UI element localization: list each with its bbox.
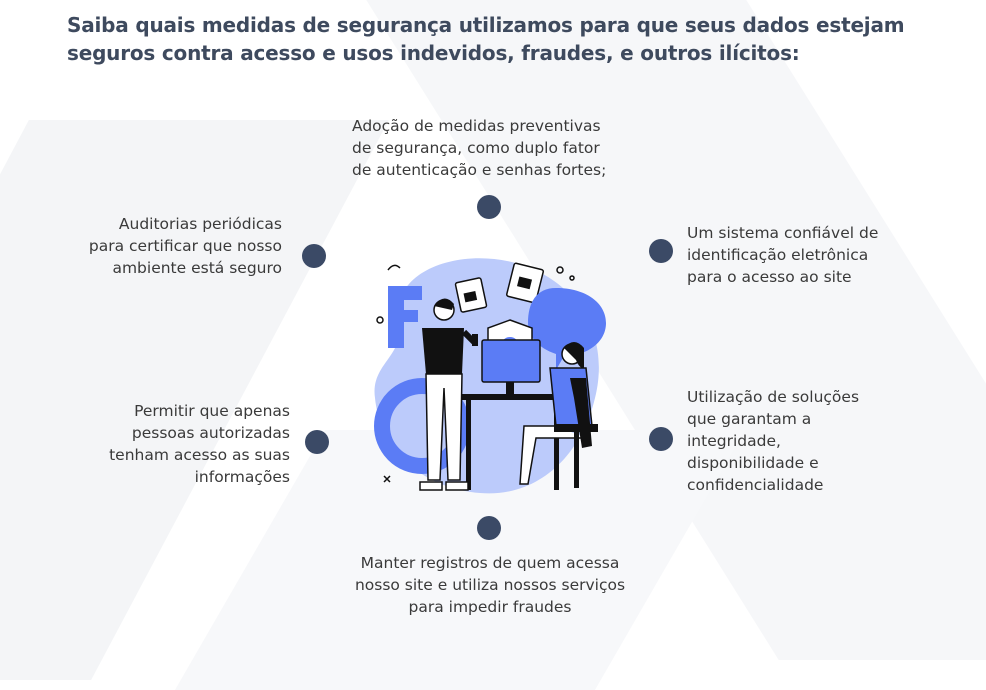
item-line: para certificar que nosso <box>88 237 282 255</box>
item-line: Permitir que apenas <box>134 402 290 420</box>
padlock-icon <box>506 262 544 304</box>
item-line: Utilização de soluções <box>687 388 860 406</box>
page-title-line: Saiba quais medidas de segurança utiliza… <box>67 13 905 37</box>
security-illustration <box>374 258 606 494</box>
desk <box>458 394 566 400</box>
sparkle-icon <box>376 316 384 324</box>
monitor-icon <box>481 339 541 394</box>
item-line: ambiente está seguro <box>112 259 282 277</box>
item-line: que garantam a <box>687 410 812 428</box>
page-title: Saiba quais medidas de segurança utiliza… <box>67 11 947 67</box>
item-line: Manter registros de quem acessa <box>360 554 620 572</box>
item-line: disponibilidade e <box>687 454 819 472</box>
bullet-dot <box>477 516 501 540</box>
item-periodic-audits: Auditorias periódicas para certificar qu… <box>40 213 282 279</box>
item-authorized-access: Permitir que apenas pessoas autorizadas … <box>40 400 290 488</box>
item-line: informações <box>194 468 290 486</box>
woman-figure <box>519 342 598 488</box>
chat-bubble-icon <box>528 288 606 370</box>
bullet-dot <box>302 244 326 268</box>
item-line: Adoção de medidas preventivas <box>352 117 601 135</box>
item-access-records: Manter registros de quem acessa nosso si… <box>330 552 650 618</box>
bullet-dot <box>649 427 673 451</box>
bullet-dot <box>649 239 673 263</box>
item-line: de autenticação e senhas fortes; <box>352 161 607 179</box>
letter-shape <box>388 286 422 348</box>
item-integrity-solutions: Utilização de soluções que garantam a in… <box>687 386 937 496</box>
item-line: confidencialidade <box>687 476 824 494</box>
item-line: Auditorias periódicas <box>118 215 282 233</box>
item-line: de segurança, como duplo fator <box>352 139 600 157</box>
bullet-dot <box>477 195 501 219</box>
sparkle-icon <box>387 264 401 271</box>
bullet-dot <box>305 430 329 454</box>
item-line: nosso site e utiliza nossos serviços <box>354 576 626 594</box>
item-electronic-identification: Um sistema confiável de identificação el… <box>687 222 947 288</box>
padlock-icon <box>454 277 488 313</box>
item-line: pessoas autorizadas <box>131 424 290 442</box>
item-line: integridade, <box>687 432 781 450</box>
ring-shape <box>374 378 470 474</box>
page-title-line: seguros contra acesso e usos indevidos, … <box>67 41 800 65</box>
sparkle-icon <box>383 475 391 483</box>
item-line: para impedir fraudes <box>408 598 572 616</box>
item-line: para o acesso ao site <box>687 268 852 286</box>
item-line: tenham acesso as suas <box>109 446 290 464</box>
sparkle-icon <box>569 275 575 281</box>
item-line: Um sistema confiável de <box>687 224 879 242</box>
item-line: identificação eletrônica <box>687 246 869 264</box>
sparkle-icon <box>556 266 564 274</box>
item-preventive-measures: Adoção de medidas preventivas de seguran… <box>352 115 642 181</box>
man-figure <box>419 298 479 491</box>
